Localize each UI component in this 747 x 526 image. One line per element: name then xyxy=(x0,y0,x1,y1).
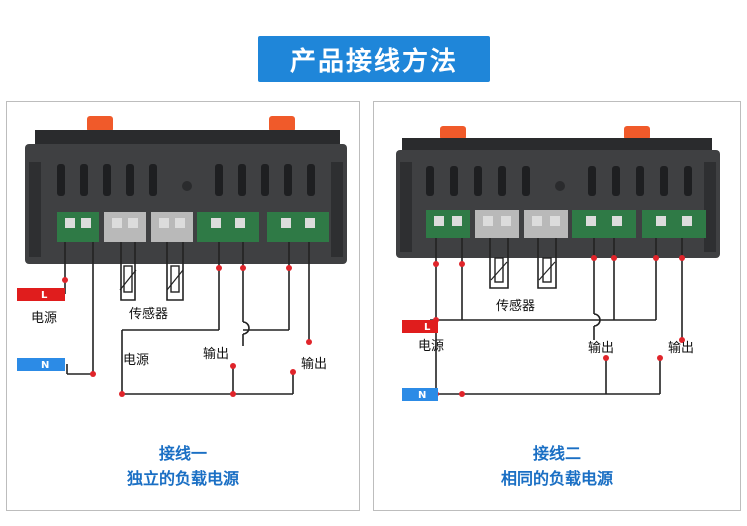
screw-hole xyxy=(182,181,192,191)
neutral-tag-text: N xyxy=(418,390,426,401)
wire-nodes xyxy=(62,265,312,397)
live-tag-text: L xyxy=(424,322,431,333)
caption-line2: 相同的负载电源 xyxy=(500,469,613,488)
terminal-output-2 xyxy=(267,212,329,242)
wiring-diagram-left: L N 电源 传感器 电源 输出 输出 xyxy=(17,116,347,397)
live-tag xyxy=(17,288,65,301)
wiring-panel-right: L N 传感器 电源 输出 输出 接线二 相同的负载电源 xyxy=(373,101,741,511)
controller-body xyxy=(25,144,347,264)
sensor-symbol xyxy=(542,257,552,283)
label-output-1: 输出 xyxy=(203,346,229,362)
side-tab xyxy=(331,162,343,257)
label-output-1: 输出 xyxy=(588,340,614,356)
vent-slots xyxy=(426,166,692,196)
terminal-screws xyxy=(65,218,315,228)
mount-clip xyxy=(440,126,466,140)
title-banner: 产品接线方法 xyxy=(258,36,490,82)
live-tag-text: L xyxy=(41,290,48,301)
vent-slots xyxy=(57,164,315,196)
mount-clip xyxy=(269,116,295,132)
mount-clip xyxy=(87,116,113,132)
terminal-sensor-1 xyxy=(475,210,519,238)
terminal-screws xyxy=(434,216,692,226)
page-title: 产品接线方法 xyxy=(289,46,458,77)
label-power-mid: 电源 xyxy=(123,353,149,368)
mount-clip xyxy=(624,126,650,140)
terminal-output-1 xyxy=(197,212,259,242)
live-tag xyxy=(402,320,438,333)
side-tab xyxy=(29,162,41,257)
wiring-diagram-right: L N 传感器 电源 输出 输出 xyxy=(396,126,720,401)
terminal-output-1 xyxy=(572,210,636,238)
label-power: 电源 xyxy=(418,339,444,354)
label-output-2: 输出 xyxy=(668,340,694,356)
caption-line1: 接线二 xyxy=(532,444,581,463)
device-top-bar xyxy=(402,138,712,152)
neutral-tag xyxy=(17,358,65,371)
sensor-symbol xyxy=(170,265,180,293)
label-sensor: 传感器 xyxy=(129,306,168,322)
wiring-panel-left: L N 电源 传感器 电源 输出 输出 接线一 独立的负载电源 xyxy=(6,101,360,511)
wires xyxy=(430,238,683,395)
terminal-sensor-2 xyxy=(524,210,568,238)
terminal-output-2 xyxy=(642,210,706,238)
caption-line1: 接线一 xyxy=(158,444,207,463)
terminal-power xyxy=(57,212,99,242)
device-top-bar xyxy=(35,130,340,146)
label-output-2: 输出 xyxy=(301,356,327,372)
label-power: 电源 xyxy=(31,311,57,326)
terminal-sensor-1 xyxy=(104,212,146,242)
terminal-power xyxy=(426,210,470,238)
neutral-tag-text: N xyxy=(41,360,49,371)
side-tab xyxy=(704,162,716,252)
sensor-symbol xyxy=(494,257,504,283)
screw-hole xyxy=(555,181,565,191)
neutral-tag xyxy=(402,388,438,401)
wire-nodes xyxy=(433,255,685,397)
wires xyxy=(64,242,310,395)
label-sensor: 传感器 xyxy=(496,298,535,314)
sensor-symbol xyxy=(123,265,133,293)
caption-line2: 独立的负载电源 xyxy=(126,469,239,488)
terminal-sensor-2 xyxy=(151,212,193,242)
controller-body xyxy=(396,150,720,258)
side-tab xyxy=(400,162,412,252)
